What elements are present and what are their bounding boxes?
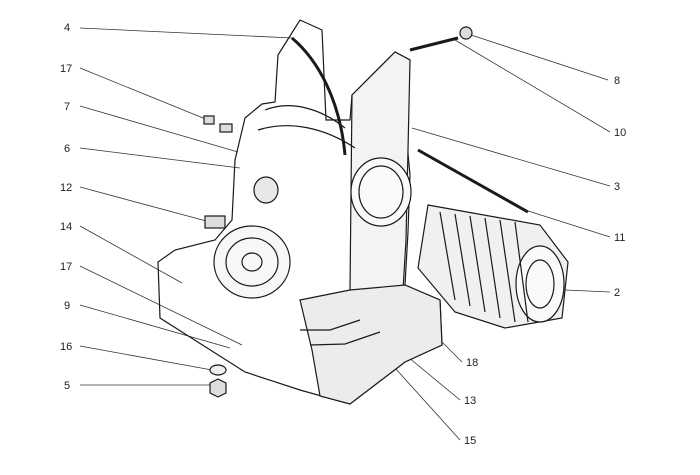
stud-10 <box>409 36 459 52</box>
callout-10: 10 <box>614 127 626 139</box>
nut-17 <box>203 115 215 125</box>
callout-3: 3 <box>614 181 620 193</box>
gearbox-casing <box>299 284 443 405</box>
callout-9: 9 <box>64 300 70 312</box>
stud-11 <box>417 148 529 214</box>
callout-15: 15 <box>464 435 476 447</box>
callout-17b: 17 <box>60 261 72 273</box>
callout-14: 14 <box>60 221 72 233</box>
cylinder-barrel <box>417 204 569 329</box>
callout-18: 18 <box>466 357 478 369</box>
callout-16: 16 <box>60 341 72 353</box>
leader-lines <box>79 27 611 441</box>
callout-2: 2 <box>614 287 620 299</box>
cylinder-port <box>350 157 412 227</box>
callout-11: 11 <box>614 232 625 244</box>
callout-5: 5 <box>64 380 70 392</box>
side-port <box>253 176 279 204</box>
callout-4: 4 <box>64 22 70 34</box>
bolt-7 <box>219 123 233 133</box>
callout-6: 6 <box>64 143 70 155</box>
nut-5 <box>209 378 227 398</box>
washer-16 <box>209 364 227 376</box>
callout-17a: 17 <box>60 63 72 75</box>
callout-8: 8 <box>614 75 620 87</box>
bolt-12 <box>204 215 226 229</box>
engine-illustration <box>157 19 569 405</box>
callout-labels: 4 17 7 6 12 14 17 9 16 5 8 10 3 11 2 18 … <box>60 22 626 447</box>
callout-12: 12 <box>60 182 72 194</box>
pulley <box>213 225 291 299</box>
nut-8 <box>459 26 473 40</box>
callout-7: 7 <box>64 101 70 113</box>
callout-13: 13 <box>464 395 476 407</box>
oil-tube <box>291 36 347 156</box>
